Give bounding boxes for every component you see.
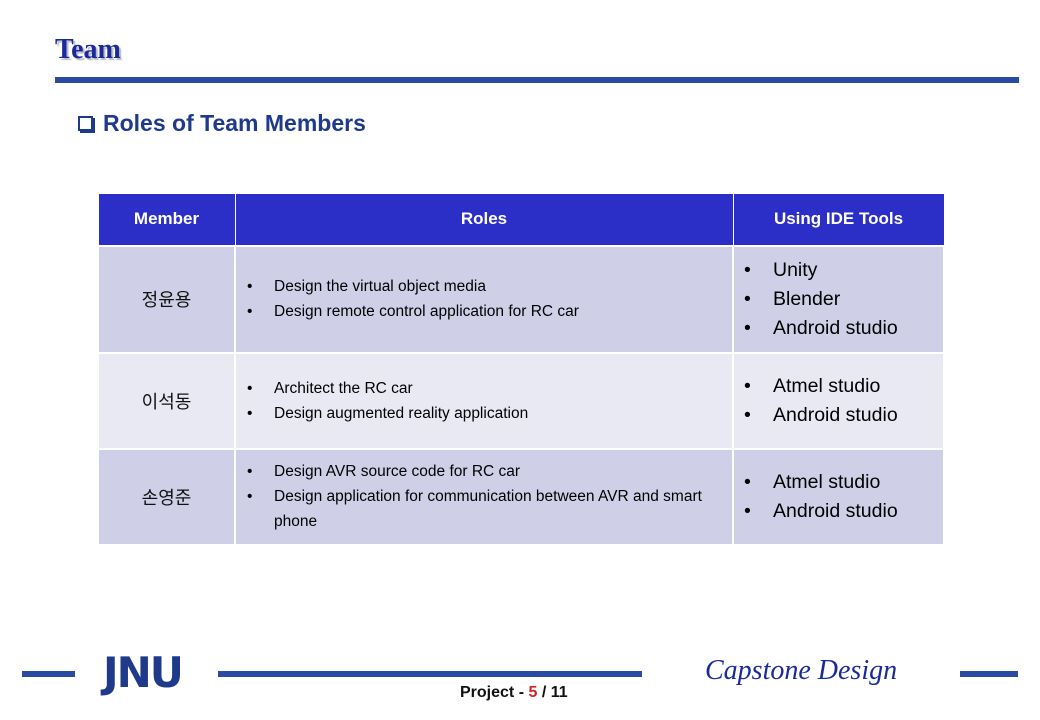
tool-item: Android studio [742,497,935,526]
page-current: 5 [528,684,538,701]
tool-item: Android studio [742,401,935,430]
header-roles: Roles [234,193,734,246]
tool-item: Unity [742,256,935,285]
table-row: 정윤용 Design the virtual object media Desi… [97,244,945,354]
role-item: Architect the RC car [244,376,716,401]
page-number: Project - 5 / 11 [460,684,568,702]
roles-cell: Design AVR source code for RC car Design… [234,447,734,546]
page-separator: / [537,684,551,701]
tools-cell: Atmel studio Android studio [732,447,945,546]
roles-cell: Architect the RC car Design augmented re… [234,351,734,450]
footer-divider-left [22,671,75,677]
header-member: Member [97,193,236,246]
header-tools: Using IDE Tools [732,193,945,246]
table-row: 손영준 Design AVR source code for RC car De… [97,447,945,546]
footer-divider-right [960,671,1018,677]
member-name: 이석동 [97,351,236,450]
tool-item: Android studio [742,314,935,343]
title-divider [55,77,1019,83]
tool-item: Blender [742,285,935,314]
tool-item: Atmel studio [742,468,935,497]
roles-table: Member Roles Using IDE Tools 정윤용 Design … [97,193,945,546]
footer-brand: Capstone Design [705,655,898,686]
role-item: Design the virtual object media [244,274,716,299]
table-row: 이석동 Architect the RC car Design augmente… [97,351,945,450]
role-item: Design remote control application for RC… [244,299,716,324]
page-prefix: Project - [460,684,529,701]
tools-cell: Atmel studio Android studio [732,351,945,450]
table-header-row: Member Roles Using IDE Tools [97,193,945,246]
footer-divider-middle [218,671,642,677]
tools-cell: Unity Blender Android studio [732,244,945,354]
role-item: Design AVR source code for RC car [244,459,716,484]
role-item: Design application for communication bet… [244,484,716,534]
tool-item: Atmel studio [742,372,935,401]
slide-title: Team [55,34,121,65]
section-heading-text: Roles of Team Members [103,110,366,136]
page-total: 11 [550,684,568,701]
member-name: 손영준 [97,447,236,546]
checkbox-bullet-icon [78,116,93,131]
university-logo: JNU [103,648,184,697]
section-heading: Roles of Team Members [78,110,366,137]
roles-cell: Design the virtual object media Design r… [234,244,734,354]
role-item: Design augmented reality application [244,401,716,426]
member-name: 정윤용 [97,244,236,354]
